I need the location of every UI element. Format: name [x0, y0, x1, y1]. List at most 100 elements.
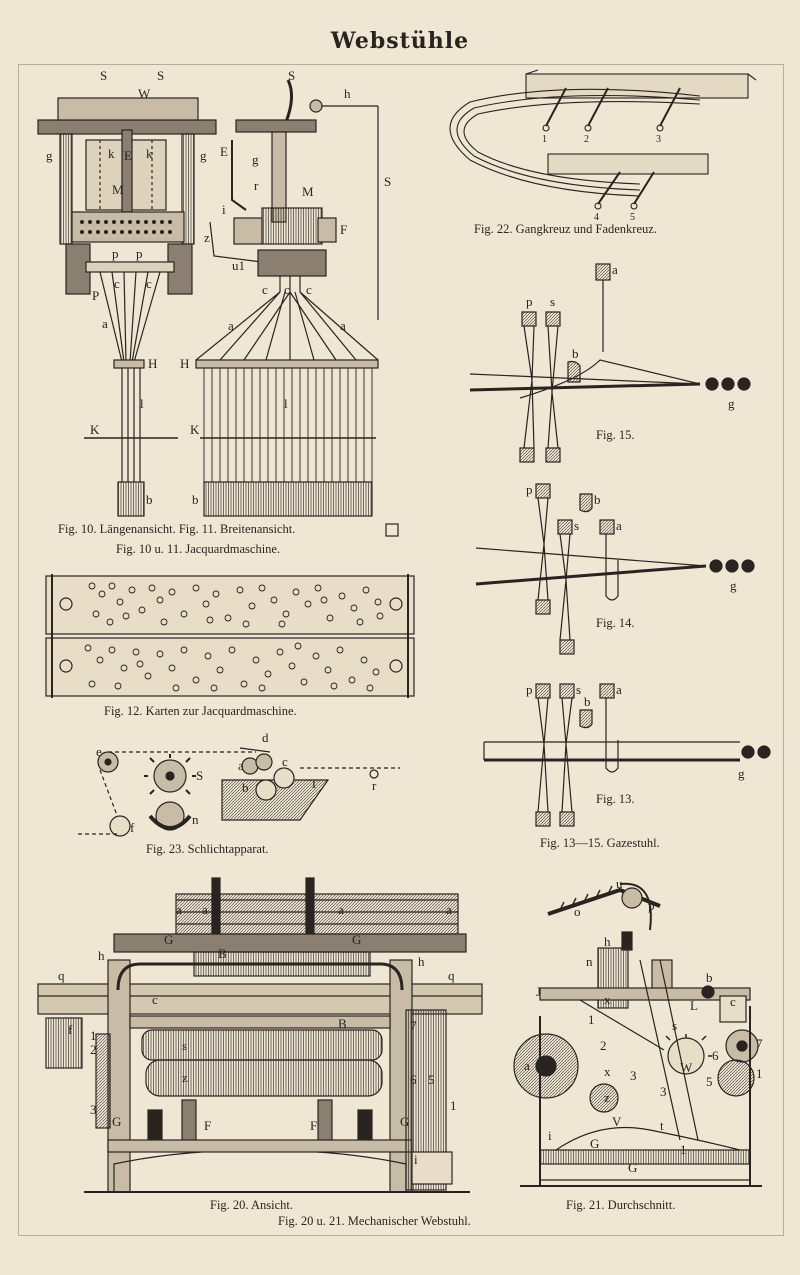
- fig21-letter: n: [586, 954, 593, 969]
- fig20-letter: h: [98, 948, 105, 963]
- fig20-letter: G: [352, 932, 361, 947]
- fig11-letter: F: [340, 222, 347, 237]
- fig14-letters: p b s a g: [526, 482, 737, 593]
- caption-fig20: Fig. 20. Ansicht.: [210, 1198, 293, 1212]
- fig21-letter: G: [590, 1136, 599, 1151]
- fig20-letter: z: [182, 1070, 188, 1085]
- fig11-letter: c: [306, 282, 312, 297]
- fig20-letter: q: [58, 968, 65, 983]
- fig22-letter: 3: [656, 134, 661, 145]
- fig23-letters: e d a c S b T r f n: [96, 730, 377, 835]
- fig23-letter: d: [262, 730, 269, 745]
- fig20-letter: B: [218, 946, 227, 961]
- fig21-letter: 1: [588, 1012, 595, 1027]
- fig21-letter: 6: [712, 1048, 719, 1063]
- fig11-letter: M: [302, 184, 314, 199]
- fig15-letters: p s a b g: [526, 262, 735, 411]
- fig10-letter: W: [138, 86, 151, 101]
- fig21-letter: V: [612, 1114, 622, 1129]
- page-title: Webstühle: [330, 28, 470, 54]
- fig11-letter: S: [384, 174, 391, 189]
- fig22-gangkreuz: [449, 69, 757, 210]
- fig10-letter: b: [146, 492, 153, 507]
- fig23-letter: f: [130, 820, 135, 835]
- fig10-letter: a: [102, 316, 108, 331]
- fig13-letter: g: [738, 766, 745, 781]
- fig21-letter: t: [660, 1118, 664, 1133]
- fig20-letter: a: [202, 902, 208, 917]
- fig13-letter: p: [526, 682, 533, 697]
- fig14-letter: b: [594, 492, 601, 507]
- fig20-letter: a: [446, 902, 452, 917]
- fig10-letter: k: [146, 146, 153, 161]
- caption-fig23: Fig. 23. Schlichtapparat.: [146, 842, 269, 856]
- caption-jacquard: Fig. 10 u. 11. Jacquardmaschine.: [116, 542, 281, 556]
- caption-fig13-15: Fig. 13—15. Gazestuhl.: [540, 836, 660, 850]
- fig21-letter: W: [680, 1060, 693, 1075]
- fig20-letter: a: [176, 902, 182, 917]
- fig20-letter: F: [310, 1118, 317, 1133]
- caption-fig14: Fig. 14.: [596, 616, 635, 630]
- fig11-letter: b: [192, 492, 199, 507]
- fig21-letter: J: [536, 984, 541, 999]
- fig10-letter: S: [100, 68, 107, 83]
- fig12-jacquard-cards: [45, 574, 415, 698]
- fig13-letter: b: [584, 694, 591, 709]
- fig21-letter: s: [672, 1018, 677, 1033]
- caption-fig13: Fig. 13.: [596, 792, 635, 806]
- fig23-letter: r: [372, 778, 377, 793]
- fig20-letter: 7: [410, 1018, 417, 1033]
- fig22-letter: 5: [630, 212, 635, 223]
- fig10-letter: S: [157, 68, 164, 83]
- fig10-letter: P: [92, 288, 99, 303]
- fig20-letter: 1: [450, 1098, 457, 1113]
- fig21-letters: u p o n h b J c x L 1 2 s 7 K a x W 6 5 …: [524, 876, 763, 1175]
- fig20-letter: h: [418, 954, 425, 969]
- fig11-letter: E: [220, 144, 228, 159]
- fig20-letter: 3: [90, 1102, 97, 1117]
- fig21-letter: 1: [680, 1142, 687, 1157]
- fig23-letter: a: [238, 758, 244, 773]
- fig11-letter: i: [222, 202, 226, 217]
- fig21-letter: 7: [756, 1036, 763, 1051]
- fig13-letter: s: [576, 682, 581, 697]
- fig21-letter: b: [706, 970, 713, 985]
- caption-fig15: Fig. 15.: [596, 428, 635, 442]
- fig21-letter: 1: [756, 1066, 763, 1081]
- fig23-letter: b: [242, 780, 249, 795]
- fig11-letter: r: [254, 178, 259, 193]
- fig20-letter: 2: [90, 1042, 97, 1057]
- fig11-letter: h: [344, 86, 351, 101]
- fig11-letter: K: [190, 422, 200, 437]
- fig10-letter: g: [200, 148, 207, 163]
- fig11-letter: g: [252, 152, 259, 167]
- caption-fig12: Fig. 12. Karten zur Jacquardmaschine.: [104, 704, 297, 718]
- fig21-letter: 3: [630, 1068, 637, 1083]
- fig20-power-loom-view: [37, 877, 483, 1193]
- fig13-letters: p s a b g: [526, 682, 745, 781]
- fig22-letters: 1 2 3 4 5: [542, 134, 661, 223]
- fig23-sizing-apparatus: [78, 747, 400, 837]
- fig20-letter: 1: [90, 1028, 97, 1043]
- fig21-letter: 2: [600, 1038, 607, 1053]
- caption-fig20-21: Fig. 20 u. 21. Mechanischer Webstuhl.: [278, 1214, 471, 1228]
- fig15-letter: b: [572, 346, 579, 361]
- fig15-letter: a: [612, 262, 618, 277]
- fig20-letter: G: [400, 1114, 409, 1129]
- fig20-letter: 6: [410, 1072, 417, 1087]
- fig23-letter: n: [192, 812, 199, 827]
- fig10-letters: S S W g g k E k M P c c p p a H l K b: [46, 68, 207, 507]
- fig21-letter: K: [538, 1058, 548, 1073]
- plate-border: [18, 64, 784, 1236]
- fig20-letter: q: [448, 968, 455, 983]
- fig21-letter: L: [690, 998, 698, 1013]
- fig11-letter: z: [204, 230, 210, 245]
- fig10-jacquard-length-view: [37, 97, 217, 517]
- fig23-letter: T: [310, 776, 318, 791]
- fig22-letter: 4: [594, 212, 599, 223]
- fig11-letter: c: [262, 282, 268, 297]
- fig21-letter: z: [604, 1090, 610, 1105]
- fig10-letter: M: [112, 182, 124, 197]
- fig11-jacquard-width-view: [195, 79, 399, 537]
- fig11-letter: a: [228, 318, 234, 333]
